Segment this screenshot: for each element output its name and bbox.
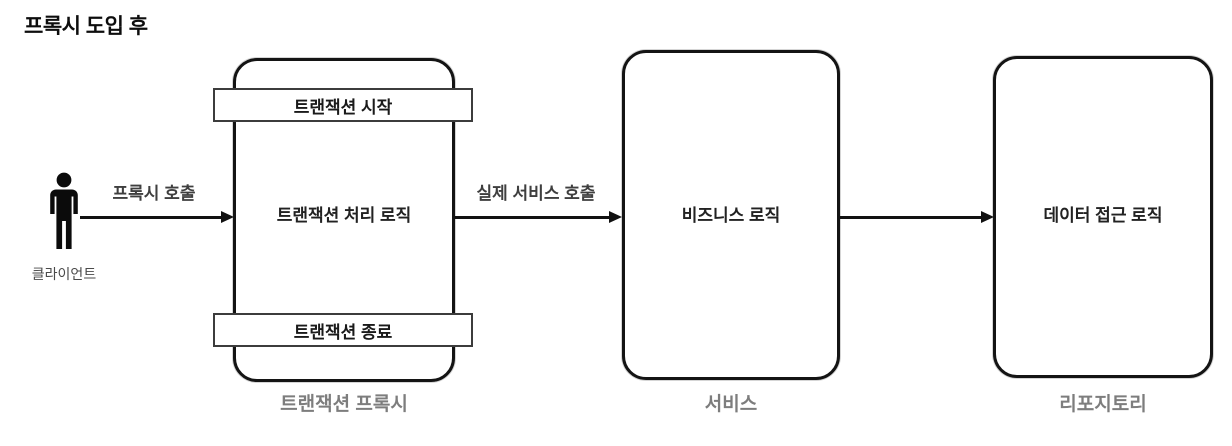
repository-node (993, 56, 1213, 378)
proxy-call-arrow (80, 216, 222, 219)
repository-caption: 리포지토리 (1059, 394, 1147, 415)
client-person-icon (50, 172, 78, 249)
client-label: 클라이언트 (31, 266, 97, 282)
service-node (622, 50, 840, 380)
real-service-call-arrow (455, 216, 610, 219)
service-caption: 서비스 (704, 394, 758, 415)
repository-body: 데이터 접근 로직 (1043, 206, 1163, 225)
proxy-call-arrow-label: 프록시 호출 (112, 184, 196, 203)
repository-call-arrowhead-icon (981, 211, 994, 223)
proxy-call-arrowhead-icon (221, 211, 234, 223)
transaction-begin-band: 트랜잭션 시작 (213, 88, 473, 122)
service-body: 비즈니스 로직 (681, 206, 781, 225)
transaction-proxy-body: 트랜잭션 처리 로직 (276, 206, 412, 225)
diagram-title: 프록시 도입 후 (24, 15, 148, 38)
real-service-call-arrow-label: 실제 서비스 호출 (476, 184, 596, 203)
transaction-proxy-caption: 트랜잭션 프록시 (280, 394, 408, 415)
repository-call-arrow (840, 216, 982, 219)
transaction-end-band: 트랜잭션 종료 (213, 313, 473, 347)
real-service-call-arrowhead-icon (609, 211, 622, 223)
